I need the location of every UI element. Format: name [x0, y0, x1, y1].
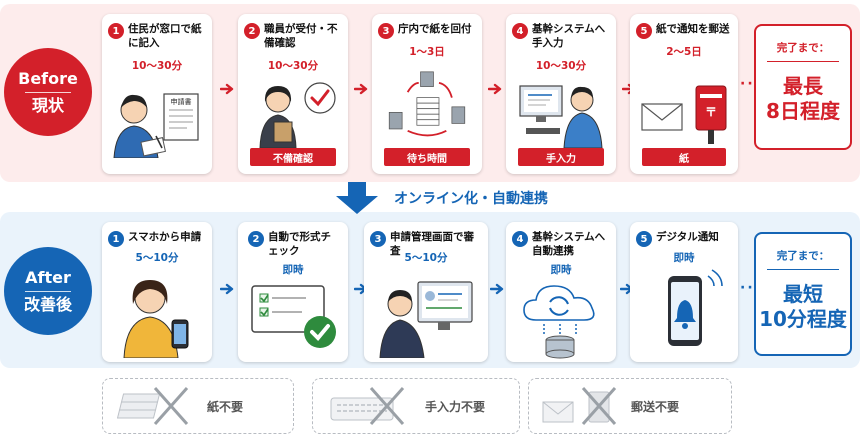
after-result-box: 完了まで： 最短 10分程度 [754, 232, 852, 356]
step-header: 4 基幹システムへ手入力 [512, 22, 612, 50]
step-duration: 1〜3日 [409, 46, 445, 58]
cloud-sync-icon [523, 285, 595, 359]
step-header: 1 住民が窓口で紙に記入 [108, 22, 208, 50]
result-line-1: 最長 [783, 74, 823, 98]
step-title: 基幹システムへ手入力 [532, 23, 606, 49]
step-header: 2 職員が受付・不備確認 [244, 22, 344, 50]
step-header: 5 デジタル通知 [636, 230, 734, 247]
manual-input-icon [519, 85, 603, 148]
step-tag: 待ち時間 [384, 148, 470, 166]
after-badge-en: After [25, 267, 71, 287]
step-title: 基幹システムへ自動連携 [532, 231, 606, 257]
arrow-right-icon [220, 283, 234, 295]
step-number: 2 [248, 231, 264, 247]
circulation-icon [388, 71, 466, 137]
result-label: 完了まで： [767, 40, 839, 62]
after-step-3: 3 申請管理画面で審査 5〜10分 [364, 222, 488, 362]
step-number: 3 [370, 231, 386, 247]
paper-stack-icon [117, 387, 189, 425]
no-paper-box: 紙不要 [102, 378, 294, 434]
before-badge: Before 現状 [4, 48, 92, 136]
before-step-5: 5 紙で通知を郵送 2〜5日 〒 紙 [630, 14, 738, 174]
no-mail-box: 郵送不要 [528, 378, 732, 434]
step-title: 紙で通知を郵送 [656, 23, 730, 35]
step-title: 職員が受付・不備確認 [264, 23, 338, 49]
mailbox-icon: 〒 [641, 85, 727, 144]
step-number: 4 [512, 23, 528, 39]
checklist-monitor-icon [251, 285, 336, 348]
step-title: デジタル通知 [656, 231, 719, 243]
after-step-5: 5 デジタル通知 即時 [630, 222, 738, 362]
step-duration: 2〜5日 [666, 46, 702, 58]
step-number: 1 [108, 23, 124, 39]
phone-notification-icon [668, 269, 723, 346]
step-header: 1 スマホから申請 [108, 230, 208, 247]
step-header: 3 庁内で紙を回付 [378, 22, 478, 39]
result-line-2: 8日程度 [766, 99, 840, 123]
result-label: 完了まで： [767, 248, 839, 270]
arrow-down-icon [336, 182, 378, 214]
step-title: スマホから申請 [128, 231, 202, 243]
transition-label: オンライン化・自動連携 [394, 191, 548, 207]
step-duration: 即時 [282, 264, 304, 276]
step-number: 1 [108, 231, 124, 247]
before-step-2: 2 職員が受付・不備確認 10〜30分 不備確認 [238, 14, 348, 174]
step-number: 2 [244, 23, 260, 39]
review-screen-icon [379, 281, 473, 358]
after-badge-jp: 改善後 [23, 294, 72, 314]
staff-check-icon [259, 82, 336, 148]
step-number: 4 [512, 231, 528, 247]
form-label: 申請書 [171, 97, 192, 106]
after-step-4: 4 基幹システムへ自動連携 即時 [506, 222, 616, 362]
before-step-3: 3 庁内で紙を回付 1〜3日 待ち時間 [372, 14, 482, 174]
result-line-1: 最短 [783, 282, 823, 306]
step-header: 4 基幹システムへ自動連携 [512, 230, 612, 258]
step-duration: 10〜30分 [131, 60, 183, 72]
step-duration: 5〜10分 [404, 252, 448, 264]
eliminated-label: 郵送不要 [631, 399, 680, 414]
mail-icon [542, 387, 617, 425]
step-tag: 手入力 [518, 148, 604, 166]
step-header: 2 自動で形式チェック [248, 230, 344, 258]
smartphone-user-icon [123, 280, 189, 358]
arrow-right-icon [220, 83, 234, 95]
resident-writing-icon: 申請書 [113, 93, 199, 158]
step-header: 3 申請管理画面で審査 [370, 230, 484, 258]
before-step-4: 4 基幹システムへ手入力 10〜30分 手入力 [506, 14, 616, 174]
eliminated-label: 手入力不要 [425, 399, 486, 414]
after-step-2: 2 自動で形式チェック 即時 [238, 222, 348, 362]
transition-banner: オンライン化・自動連携 [334, 182, 548, 214]
before-badge-jp: 現状 [31, 95, 64, 115]
step-duration: 即時 [673, 252, 695, 264]
step-number: 5 [636, 231, 652, 247]
badge-divider [25, 91, 71, 93]
step-duration: 即時 [550, 264, 572, 276]
svg-text:〒: 〒 [705, 105, 717, 119]
step-duration: 5〜10分 [135, 252, 179, 264]
keyboard-icon [330, 387, 405, 425]
after-badge: After 改善後 [4, 247, 92, 335]
arrow-right-icon [490, 283, 504, 295]
before-step-1: 1 住民が窓口で紙に記入 10〜30分 申請書 [102, 14, 212, 174]
step-number: 5 [636, 23, 652, 39]
eliminated-label: 紙不要 [207, 399, 244, 414]
step-title: 申請管理画面で審査 [390, 231, 474, 257]
step-title: 庁内で紙を回付 [398, 23, 472, 35]
arrow-right-icon [354, 83, 368, 95]
before-result-box: 完了まで： 最長 8日程度 [754, 24, 852, 150]
step-duration: 10〜30分 [535, 60, 587, 72]
after-step-1: 1 スマホから申請 5〜10分 [102, 222, 212, 362]
step-header: 5 紙で通知を郵送 [636, 22, 734, 39]
step-tag: 不備確認 [250, 148, 336, 166]
step-tag: 紙 [642, 148, 726, 166]
result-line-2: 10分程度 [759, 307, 847, 331]
step-title: 自動で形式チェック [268, 231, 331, 257]
no-manual-input-box: 手入力不要 [312, 378, 520, 434]
arrow-right-icon [488, 83, 502, 95]
step-title: 住民が窓口で紙に記入 [128, 23, 202, 49]
before-badge-en: Before [18, 68, 78, 88]
badge-divider [25, 290, 71, 292]
step-duration: 10〜30分 [267, 60, 319, 72]
step-number: 3 [378, 23, 394, 39]
